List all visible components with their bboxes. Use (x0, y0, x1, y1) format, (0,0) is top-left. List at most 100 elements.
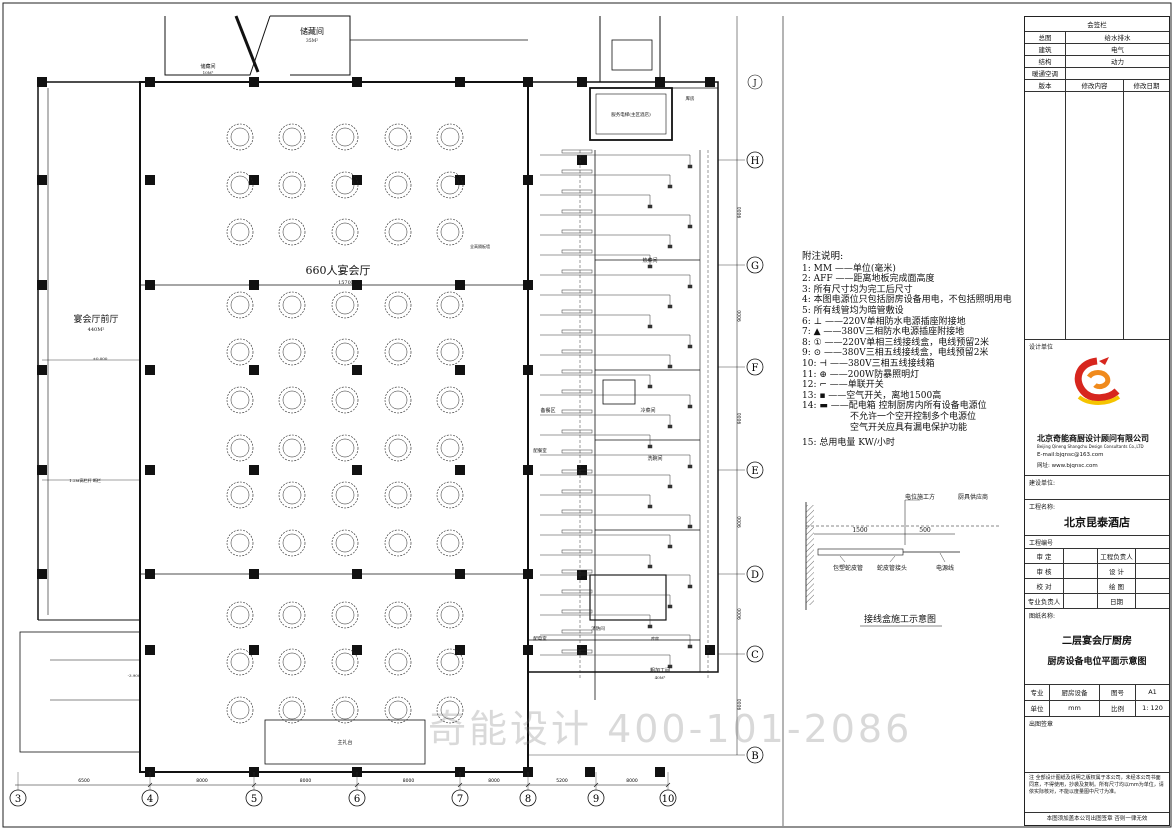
stair-note: 1.2M高栏杆 断栏 (69, 477, 101, 483)
banquet-table (278, 481, 306, 509)
dimension-label: 9000 (737, 413, 743, 425)
banquet-table (226, 338, 254, 366)
outlet-label-box (561, 229, 593, 234)
column (37, 365, 47, 375)
role-cell: 工程负责人 (1097, 548, 1135, 563)
axis-bubble: H (746, 151, 764, 169)
column (145, 365, 155, 375)
sign-cell: 总图 (1038, 34, 1052, 42)
banquet-table (278, 434, 306, 462)
foyer-area: 440M² (88, 327, 105, 333)
column (37, 465, 47, 475)
building-outline (15, 15, 745, 786)
detail-callout-1: 包塑蛇皮管 (833, 564, 863, 572)
spec-cell: 厨房设备 (1049, 684, 1099, 700)
note-item-total-power: 15: 总用电量 KW/小时 (802, 438, 895, 449)
spec-cell: 单位 (1030, 705, 1044, 713)
banquet-table (436, 386, 464, 414)
pantry-area: 40M² (655, 675, 666, 680)
banquet-table (436, 123, 464, 151)
banquet-table (226, 434, 254, 462)
prep-room-label: 备餐区 (540, 407, 555, 414)
axis-label: 5 (251, 794, 257, 805)
outlet-symbol (647, 504, 653, 509)
axis-bubble: J (747, 74, 763, 90)
spec-cell: 1: 120 (1135, 700, 1169, 716)
axis-label: 4 (147, 794, 153, 805)
outlet-label-box (561, 249, 593, 254)
banquet-table (384, 434, 412, 462)
banquet-table (436, 696, 464, 724)
column (249, 645, 259, 655)
role-cell: 专业负责人 (1027, 597, 1061, 606)
column (145, 569, 155, 579)
banquet-table (226, 171, 254, 199)
column (249, 569, 259, 579)
detail-label-left: 电位施工方 (905, 493, 935, 501)
storage-small-area: 10M² (203, 70, 214, 75)
banquet-table (436, 481, 464, 509)
banquet-table (278, 171, 306, 199)
column (145, 175, 155, 185)
note-item: 6: ⊥ ——220V单相防水电源插座附接地 (802, 316, 966, 327)
dimension-label: 8000 (626, 778, 638, 784)
column (455, 280, 465, 290)
note-item: 8: ① ——220V单相三线接线盒，电线预留2米 (802, 337, 989, 348)
column (577, 77, 587, 87)
dimension-label: 9000 (737, 207, 743, 219)
outlet-symbol (667, 664, 673, 669)
banquet-table (384, 171, 412, 199)
banquet-table (331, 648, 359, 676)
foyer-label: 宴会厅前厅 (73, 313, 118, 325)
banquet-table (278, 648, 306, 676)
company-logo (1074, 357, 1121, 405)
outlet-label-box (561, 489, 593, 494)
role-cell: 设 计 (1097, 563, 1135, 578)
axis-label: H (751, 156, 760, 167)
outlet-symbol (687, 404, 693, 409)
column (352, 77, 362, 87)
column (145, 280, 155, 290)
outlet-label-box (561, 309, 593, 314)
note-item: 7: ▲ ——380V三相防水电源插座附接地 (802, 327, 965, 338)
axis-label: 3 (15, 794, 21, 805)
axis-bubble: 3 (9, 772, 27, 807)
axis-label: C (751, 650, 759, 661)
banquet-table (278, 291, 306, 319)
outlet-symbol (647, 264, 653, 269)
dimension-label: 9000 (737, 608, 743, 620)
column (352, 645, 362, 655)
banquet-table (278, 696, 306, 724)
column (37, 280, 47, 290)
column (37, 175, 47, 185)
outlet-symbol (647, 204, 653, 209)
outlet-symbol (667, 244, 673, 249)
axis-label: E (751, 466, 758, 477)
note-item-continuation: 空气开关应具有漏电保护功能 (850, 422, 968, 433)
lobby-room-label: 配餐室 (533, 447, 547, 454)
company-website: 网址: www.bjqnsc.com (1037, 463, 1098, 469)
axis-label: J (752, 78, 756, 87)
banquet-table (331, 696, 359, 724)
banquet-table (384, 481, 412, 509)
banquet-hall-area: 1570M² (338, 280, 358, 286)
role-cell: 日期 (1097, 593, 1135, 608)
banquet-table (384, 696, 412, 724)
column (523, 365, 533, 375)
note-item: 5: 所有线管均为暗管敷设 (802, 305, 904, 316)
column (352, 569, 362, 579)
banquet-table (436, 434, 464, 462)
axis-bubble: C (746, 645, 764, 663)
outlet-symbol (667, 184, 673, 189)
outlet-label-box (561, 569, 593, 574)
axis-bubble: F (746, 358, 764, 376)
sign-cell: 给水排水 (1065, 31, 1169, 43)
column (523, 465, 533, 475)
detail-callout-2: 蛇皮管接头 (877, 564, 907, 572)
column (455, 465, 465, 475)
dimension-label: 8000 (196, 778, 208, 784)
outlet-symbol (667, 484, 673, 489)
banquet-table (384, 386, 412, 414)
outlet-symbol (647, 624, 653, 629)
